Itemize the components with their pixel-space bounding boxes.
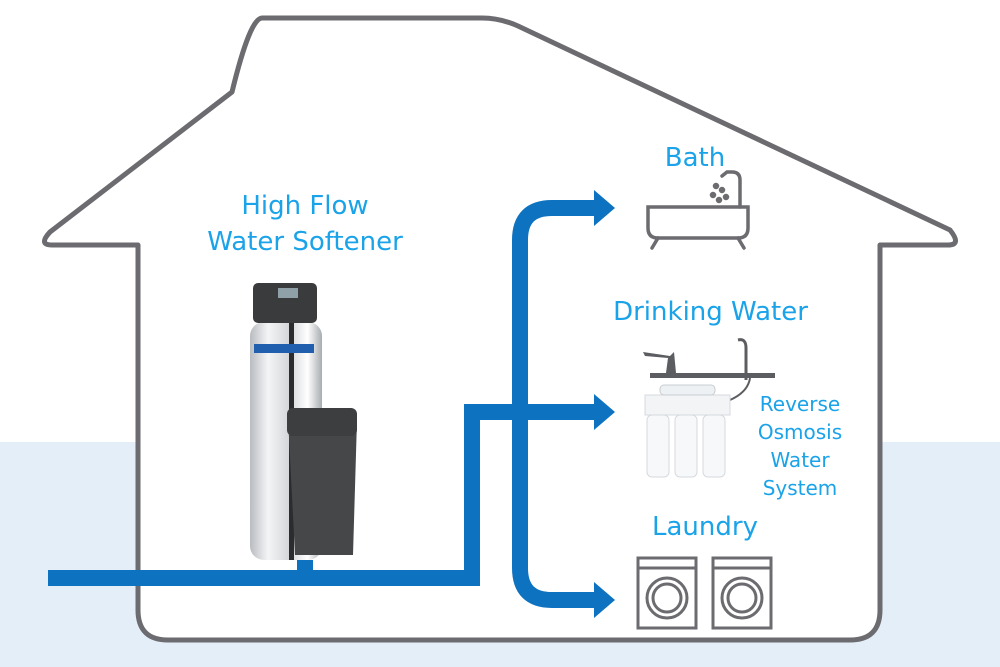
softener-title-line1: High Flow [241, 191, 369, 221]
ro-canister-2 [674, 414, 698, 478]
ro-label-line4: System [762, 476, 838, 500]
ro-canister-3 [702, 414, 726, 478]
branch-riser-pipe [512, 200, 600, 412]
dryer [711, 556, 773, 630]
control-display [278, 288, 298, 298]
softener-title: High Flow Water Softener [200, 188, 410, 260]
ro-tube [729, 377, 751, 401]
faucet-ro-system-icon [643, 338, 775, 478]
house-outline [42, 15, 958, 643]
ro-canister-1 [646, 414, 670, 478]
ro-label-line2: Osmosis [757, 420, 843, 444]
brand-badge [254, 344, 314, 353]
washer-dryer-icon [636, 556, 773, 630]
water-softener-unit [250, 283, 357, 560]
softener-control-head [253, 283, 317, 323]
pipe-arrowheads [594, 190, 615, 618]
laundry-label: Laundry [652, 512, 758, 542]
drinking-water-label: Drinking Water [613, 297, 808, 327]
washer [636, 556, 698, 630]
arrow-drinking [594, 394, 615, 430]
ro-inline-filter [659, 384, 716, 396]
bathtub-shower-icon [646, 170, 750, 250]
pipe-network [48, 200, 600, 608]
brine-lid [287, 408, 357, 436]
ro-label-line1: Reverse [759, 392, 841, 416]
branch-laundry-pipe [512, 412, 600, 608]
bath-label: Bath [664, 143, 726, 173]
arrow-bath [594, 190, 615, 226]
brine-tank [288, 408, 357, 555]
kitchen-faucet [643, 352, 676, 373]
ro-faucet [737, 338, 748, 380]
countertop [650, 373, 775, 378]
ro-label-line3: Water [770, 448, 830, 472]
ro-bracket [644, 394, 731, 416]
ro-system-label: Reverse Osmosis Water System [750, 390, 850, 502]
softener-title-line2: Water Softener [207, 227, 403, 257]
main-supply-pipe [48, 404, 600, 586]
arrow-laundry [594, 582, 615, 618]
